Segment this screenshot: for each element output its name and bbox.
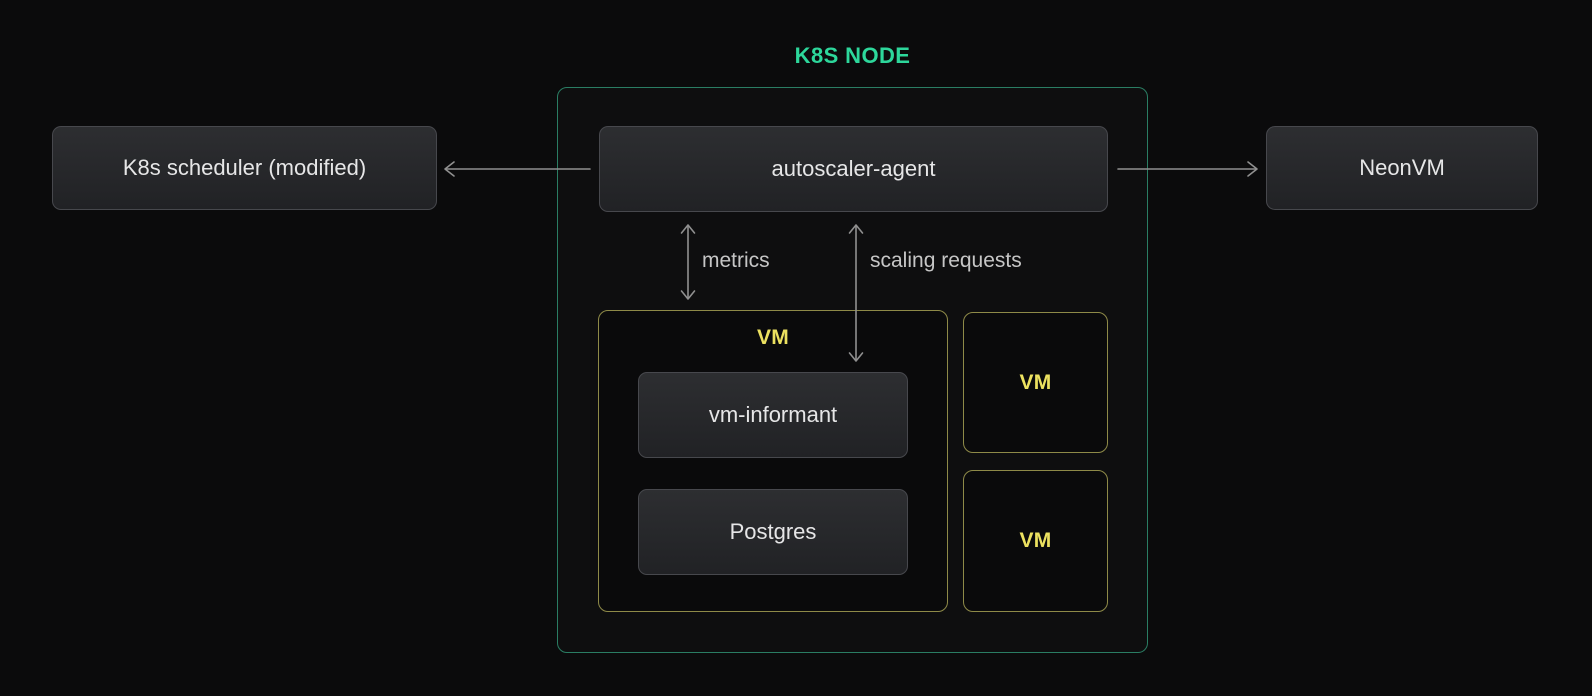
node-postgres: Postgres [638, 489, 908, 575]
node-neonvm: NeonVM [1266, 126, 1538, 210]
vm-group-small-top-label: VM [1019, 370, 1052, 394]
vm-group-small-top: VM [963, 312, 1108, 453]
k8s-node-title: K8S NODE [794, 43, 911, 68]
edge-label-scaling-requests: scaling requests [870, 249, 1022, 272]
node-vm-informant-label: vm-informant [708, 402, 838, 427]
node-neonvm-label: NeonVM [1359, 155, 1445, 180]
node-k8s-scheduler-label: K8s scheduler (modified) [122, 155, 367, 180]
node-autoscaler-agent: autoscaler-agent [599, 126, 1108, 212]
vm-group-main-label: VM [756, 326, 790, 349]
vm-group-small-bottom: VM [963, 470, 1108, 612]
vm-group-small-bottom-label: VM [1019, 529, 1052, 552]
node-autoscaler-agent-label: autoscaler-agent [771, 156, 936, 181]
node-vm-informant: vm-informant [638, 372, 908, 458]
k8s-node-container [557, 87, 1148, 653]
edge-label-metrics: metrics [702, 249, 770, 272]
node-k8s-scheduler: K8s scheduler (modified) [52, 126, 437, 210]
node-postgres-label: Postgres [729, 519, 817, 544]
